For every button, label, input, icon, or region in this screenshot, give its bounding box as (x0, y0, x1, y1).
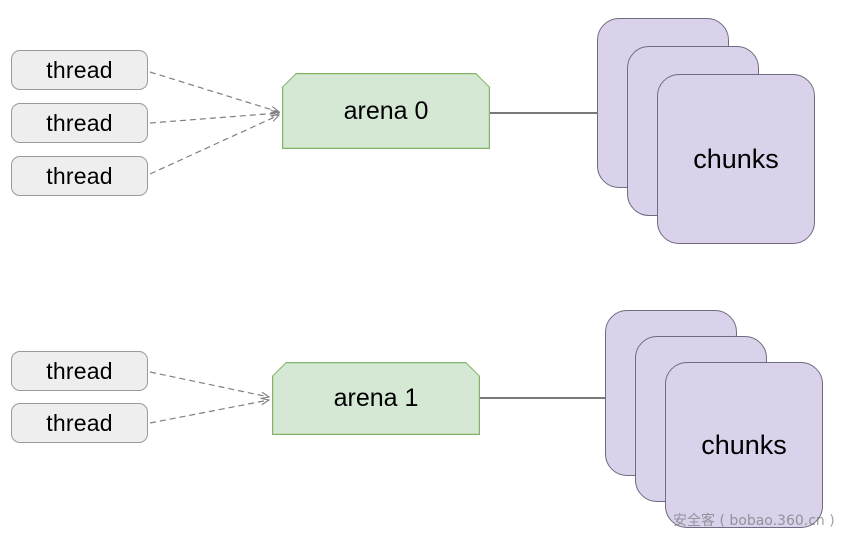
arena-label: arena 0 (343, 96, 429, 125)
thread-node[interactable]: thread (11, 103, 148, 143)
arena-node-0[interactable]: arena 0 (282, 73, 490, 149)
chunks-label: chunks (693, 143, 779, 174)
edge-thread-to-arena-1 (149, 371, 269, 424)
chunk-card-front (657, 74, 815, 244)
chunks-label: chunks (701, 429, 787, 460)
arena-node-1[interactable]: arena 1 (272, 362, 480, 435)
thread-label: thread (46, 162, 113, 189)
edge-thread-to-arena-0 (149, 71, 279, 175)
arena-label: arena 1 (333, 384, 419, 412)
thread-node[interactable]: thread (11, 351, 148, 391)
chunks-stack-0[interactable]: chunks (597, 18, 819, 244)
thread-node[interactable]: thread (11, 50, 148, 90)
thread-label: thread (46, 357, 113, 384)
thread-node[interactable]: thread (11, 403, 148, 443)
watermark-text: 安全客 ( bobao.360.cn ) (673, 513, 835, 529)
chunk-card-front (665, 362, 823, 528)
chunks-stack-1[interactable]: chunks (605, 310, 827, 532)
thread-node[interactable]: thread (11, 156, 148, 196)
thread-label: thread (46, 56, 113, 83)
thread-label: thread (46, 109, 113, 136)
thread-label: thread (46, 409, 113, 436)
